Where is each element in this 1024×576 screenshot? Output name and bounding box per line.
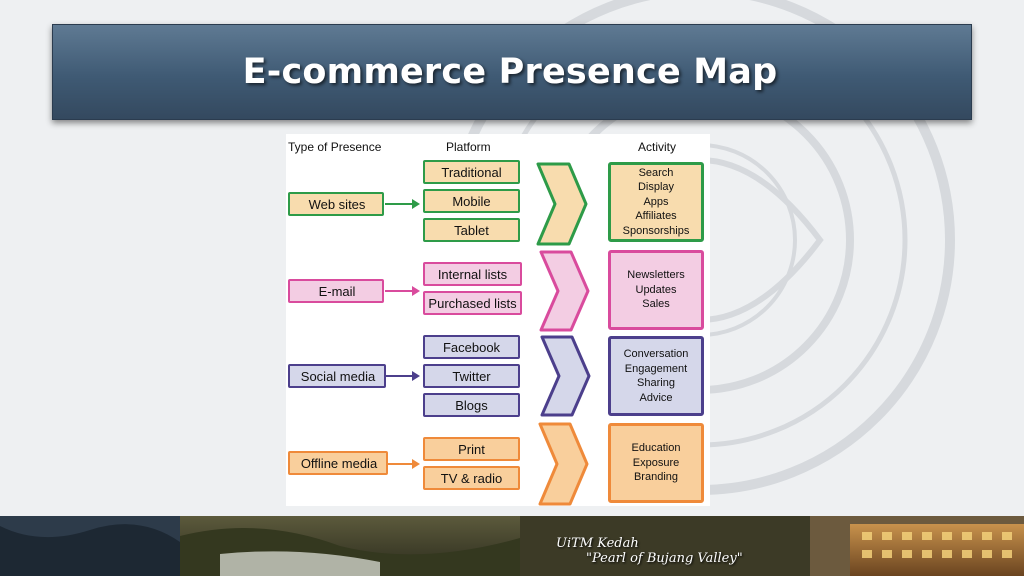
activity-social-media: Conversation Engagement Sharing Advice bbox=[608, 336, 704, 416]
activity-item: Sales bbox=[642, 298, 670, 311]
header-type-of-presence: Type of Presence bbox=[288, 140, 382, 154]
footer-campus-name: UiTM Kedah bbox=[556, 536, 639, 551]
header-platform: Platform bbox=[446, 140, 491, 154]
type-social-media: Social media bbox=[288, 364, 386, 388]
activity-item: Education bbox=[631, 442, 681, 455]
activity-item: Conversation bbox=[623, 348, 689, 360]
row-web-sites-connectors bbox=[385, 162, 588, 246]
platform-purchased-lists: Purchased lists bbox=[423, 291, 522, 315]
platform-twitter: Twitter bbox=[423, 364, 520, 388]
activity-offline-media: Education Exposure Branding bbox=[608, 423, 704, 503]
chevron-arrow-offline-media bbox=[538, 422, 589, 506]
platform-mobile: Mobile bbox=[423, 189, 520, 213]
activity-item: Apps bbox=[643, 195, 669, 208]
activity-item: Branding bbox=[633, 471, 679, 484]
platform-internal-lists: Internal lists bbox=[423, 262, 522, 286]
activity-item: Affiliates bbox=[635, 210, 677, 223]
platform-print: Print bbox=[423, 437, 520, 461]
chevron-arrow-web-sites bbox=[536, 162, 588, 246]
activity-web-sites: Search Display Apps Affiliates Sponsorsh… bbox=[608, 162, 704, 242]
platform-tv-radio: TV & radio bbox=[423, 466, 520, 490]
platform-blogs: Blogs bbox=[423, 393, 520, 417]
activity-item: Search bbox=[638, 166, 674, 179]
activity-item: Newsletters bbox=[627, 269, 685, 282]
chevron-arrow-email bbox=[539, 250, 590, 332]
landscape-photo bbox=[0, 516, 1024, 576]
header-activity: Activity bbox=[638, 140, 677, 154]
type-offline-media: Offline media bbox=[288, 451, 388, 475]
row-offline-media-connectors bbox=[387, 422, 589, 506]
slide-title: E-commerce Presence Map bbox=[242, 52, 778, 92]
platform-traditional: Traditional bbox=[423, 160, 520, 184]
activity-email: Newsletters Updates Sales bbox=[608, 250, 704, 330]
footer-tagline: "Pearl of Bujang Valley" bbox=[586, 551, 743, 566]
activity-item: Engagement bbox=[624, 362, 688, 375]
activity-item: Sharing bbox=[637, 377, 675, 389]
row-email-connectors bbox=[385, 250, 590, 332]
platform-tablet: Tablet bbox=[423, 218, 520, 242]
activity-item: Exposure bbox=[632, 456, 680, 469]
type-web-sites: Web sites bbox=[288, 192, 384, 216]
footer-photo-strip: UiTM Kedah "Pearl of Bujang Valley" bbox=[0, 516, 1024, 576]
activity-item: Updates bbox=[635, 283, 677, 296]
activity-item: Display bbox=[637, 181, 675, 194]
chevron-arrow-social-media bbox=[540, 335, 591, 417]
activity-item: Sponsorships bbox=[622, 224, 690, 237]
presence-map-diagram: Type of Presence Platform Activity Web s… bbox=[286, 134, 710, 506]
platform-facebook: Facebook bbox=[423, 335, 520, 359]
connector-layer bbox=[385, 162, 591, 506]
row-social-media-connectors bbox=[385, 335, 591, 417]
title-banner: E-commerce Presence Map bbox=[52, 24, 972, 120]
activity-item: Advice bbox=[639, 391, 673, 404]
type-email: E-mail bbox=[288, 279, 384, 303]
